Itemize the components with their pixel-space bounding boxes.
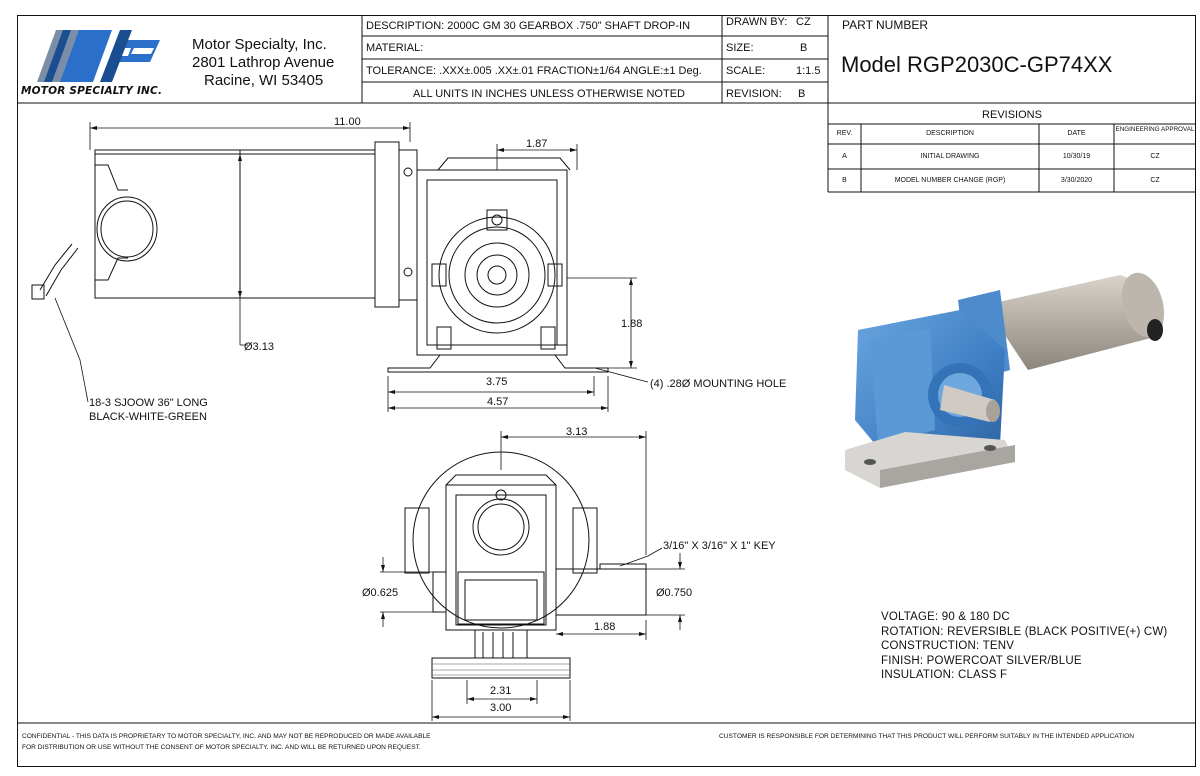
rev-row-description: MODEL NUMBER CHANGE (RGP): [894, 177, 1006, 184]
rev-header-rev: REV.: [836, 130, 853, 137]
dim-overall-length: 11.00: [334, 116, 361, 128]
dim-shaft-height: 1.88: [621, 318, 643, 330]
material-field: MATERIAL:: [366, 42, 424, 54]
part-number-label: PART NUMBER: [842, 18, 929, 32]
dim-base-inner: 3.75: [486, 376, 508, 388]
description-field: DESCRIPTION: 2000C GM 30 GEARBOX .750" S…: [366, 20, 691, 32]
dim-shaft-length: 1.88: [594, 621, 616, 633]
customer-disclaimer: CUSTOMER IS RESPONSIBLE FOR DETERMINING …: [719, 733, 1134, 740]
dim-front-width: 3.13: [566, 426, 588, 438]
confidential-line-2: FOR DISTRIBUTION OR USE WITHOUT THE CONS…: [22, 744, 421, 751]
rev-header-description: DESCRIPTION: [926, 130, 974, 137]
company-logo: [37, 30, 160, 82]
dim-base-outer: 4.57: [487, 396, 509, 408]
rev-row-approval: CZ: [1150, 177, 1160, 184]
rev-row-date: 3/30/2020: [1060, 177, 1093, 184]
revisions-title: REVISIONS: [982, 109, 1042, 121]
rev-row-description: INITIAL DRAWING: [920, 153, 980, 160]
drawn-by-value: CZ: [796, 16, 811, 28]
company-name: Motor Specialty, Inc.: [192, 36, 327, 53]
confidential-line-1: CONFIDENTIAL - THIS DATA IS PROPRIETARY …: [22, 733, 431, 740]
rev-row-approval: CZ: [1150, 153, 1160, 160]
drawing-sheet: [17, 15, 1196, 767]
units-note: ALL UNITS IN INCHES UNLESS OTHERWISE NOT…: [413, 88, 685, 100]
rev-row-rev: B: [842, 177, 847, 184]
size-label: SIZE:: [726, 42, 754, 54]
rev-row-date: 10/30/19: [1062, 153, 1091, 160]
cable-callout: 18-3 SJOOW 36" LONG: [89, 397, 208, 409]
rev-header-approval: ENGINEERING APPROVAL: [1115, 126, 1195, 133]
logo-text: MOTOR SPECIALTY INC.: [21, 85, 163, 97]
dim-shaft-small: Ø0.625: [362, 587, 399, 599]
product-render: [845, 272, 1165, 488]
scale-label: SCALE:: [726, 65, 766, 77]
rev-row-rev: A: [842, 153, 847, 160]
dim-foot-outer: 3.00: [490, 702, 512, 714]
company-city: Racine, WI 53405: [204, 72, 324, 89]
rev-header-date: DATE: [1067, 130, 1086, 137]
dim-gearbox-width: 1.87: [526, 138, 548, 150]
tolerance-field: TOLERANCE: .XXX±.005 .XX±.01 FRACTION±1/…: [366, 65, 702, 77]
cable-colors-callout: BLACK-WHITE-GREEN: [89, 411, 207, 423]
key-callout: 3/16" X 3/16" X 1" KEY: [663, 540, 776, 552]
dim-foot-inner: 2.31: [490, 685, 512, 697]
spec-rotation: ROTATION: REVERSIBLE (BLACK POSITIVE(+) …: [881, 626, 1168, 638]
spec-construction: CONSTRUCTION: TENV: [881, 640, 1015, 652]
mounting-hole-callout: (4) .28Ø MOUNTING HOLE: [650, 378, 787, 390]
drawn-by-label: DRAWN BY:: [726, 16, 788, 28]
size-value: B: [800, 42, 808, 54]
company-street: 2801 Lathrop Avenue: [192, 54, 335, 71]
spec-voltage: VOLTAGE: 90 & 180 DC: [881, 611, 1010, 623]
revision-label: REVISION:: [726, 88, 782, 100]
spec-finish: FINISH: POWERCOAT SILVER/BLUE: [881, 655, 1082, 667]
part-number: Model RGP2030C-GP74XX: [841, 52, 1113, 77]
scale-value: 1:1.5: [796, 65, 821, 77]
revision-value: B: [798, 88, 806, 100]
dim-shaft-large: Ø0.750: [656, 587, 693, 599]
dim-motor-diameter: Ø3.13: [244, 341, 274, 353]
spec-insulation: INSULATION: CLASS F: [881, 669, 1008, 681]
